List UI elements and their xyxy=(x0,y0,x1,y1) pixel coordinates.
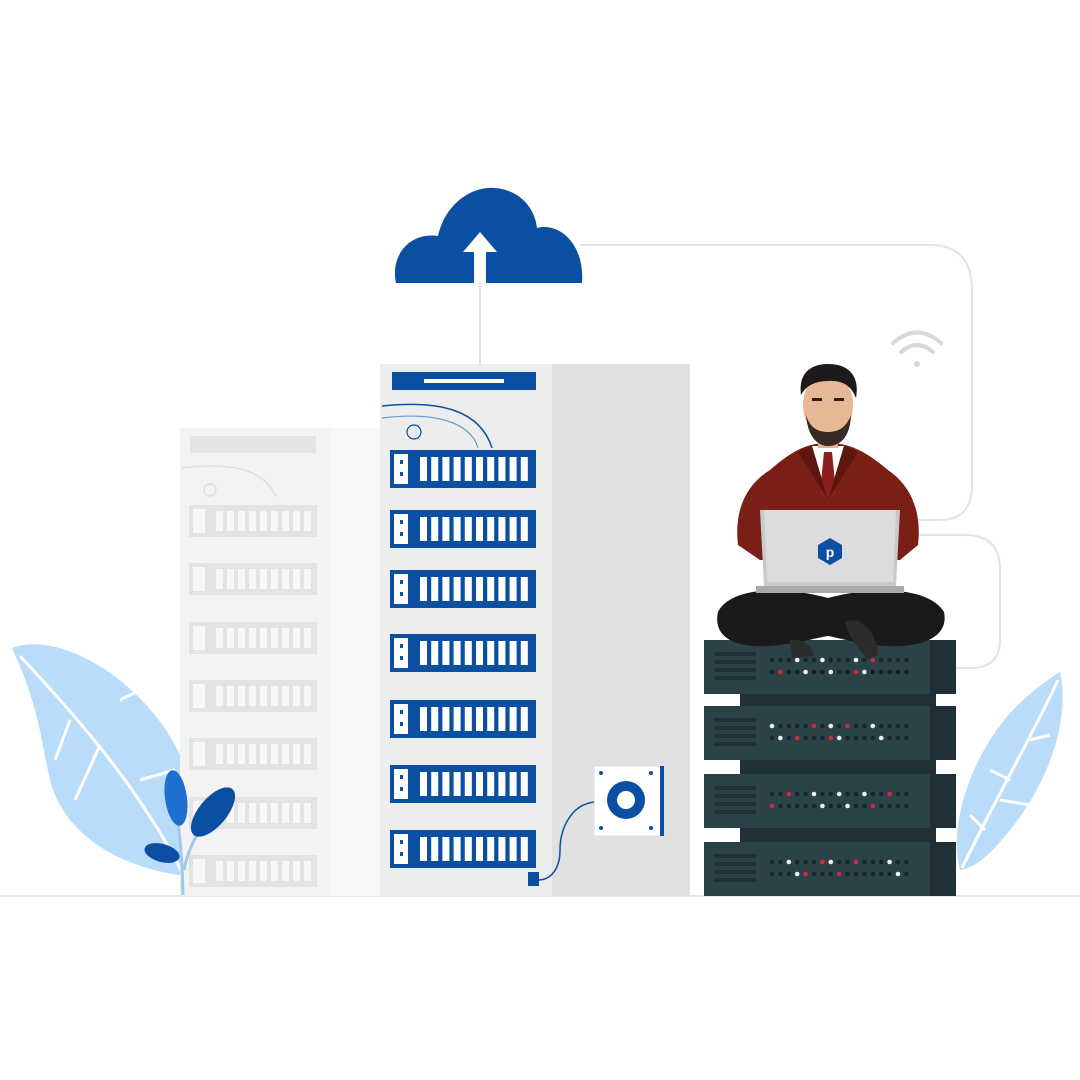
dark-server-unit xyxy=(704,706,956,760)
dark-server-unit xyxy=(704,640,956,694)
person-figure: p xyxy=(717,364,945,660)
cable-loop xyxy=(203,483,217,497)
cloud-upload-icon xyxy=(394,187,583,364)
server-unit-faded xyxy=(189,563,317,595)
server-unit xyxy=(390,634,536,672)
leaf-icon-right xyxy=(956,672,1063,870)
wifi-icon xyxy=(891,330,943,367)
server-unit-faded xyxy=(189,505,317,537)
laptop-logo-icon: p xyxy=(818,538,842,565)
disk-icon xyxy=(528,765,665,886)
server-unit-faded xyxy=(189,680,317,712)
cable xyxy=(181,465,277,497)
network-line-2 xyxy=(905,534,1001,669)
network-line xyxy=(580,244,973,521)
server-unit-faded xyxy=(189,622,317,654)
server-unit xyxy=(390,450,536,488)
server-unit xyxy=(390,700,536,738)
leaf-icon xyxy=(12,644,193,875)
server-unit xyxy=(390,830,536,868)
svg-text:p: p xyxy=(826,544,835,560)
server-stack-dark xyxy=(704,640,956,896)
server-rack-main xyxy=(380,364,690,896)
server-unit xyxy=(390,765,536,803)
plant-icon xyxy=(144,770,236,896)
server-unit-faded xyxy=(189,855,317,887)
server-unit xyxy=(390,510,536,548)
server-unit-faded xyxy=(189,738,317,770)
dark-server-unit xyxy=(704,842,956,896)
server-unit xyxy=(390,570,536,608)
dark-server-unit xyxy=(704,774,956,828)
